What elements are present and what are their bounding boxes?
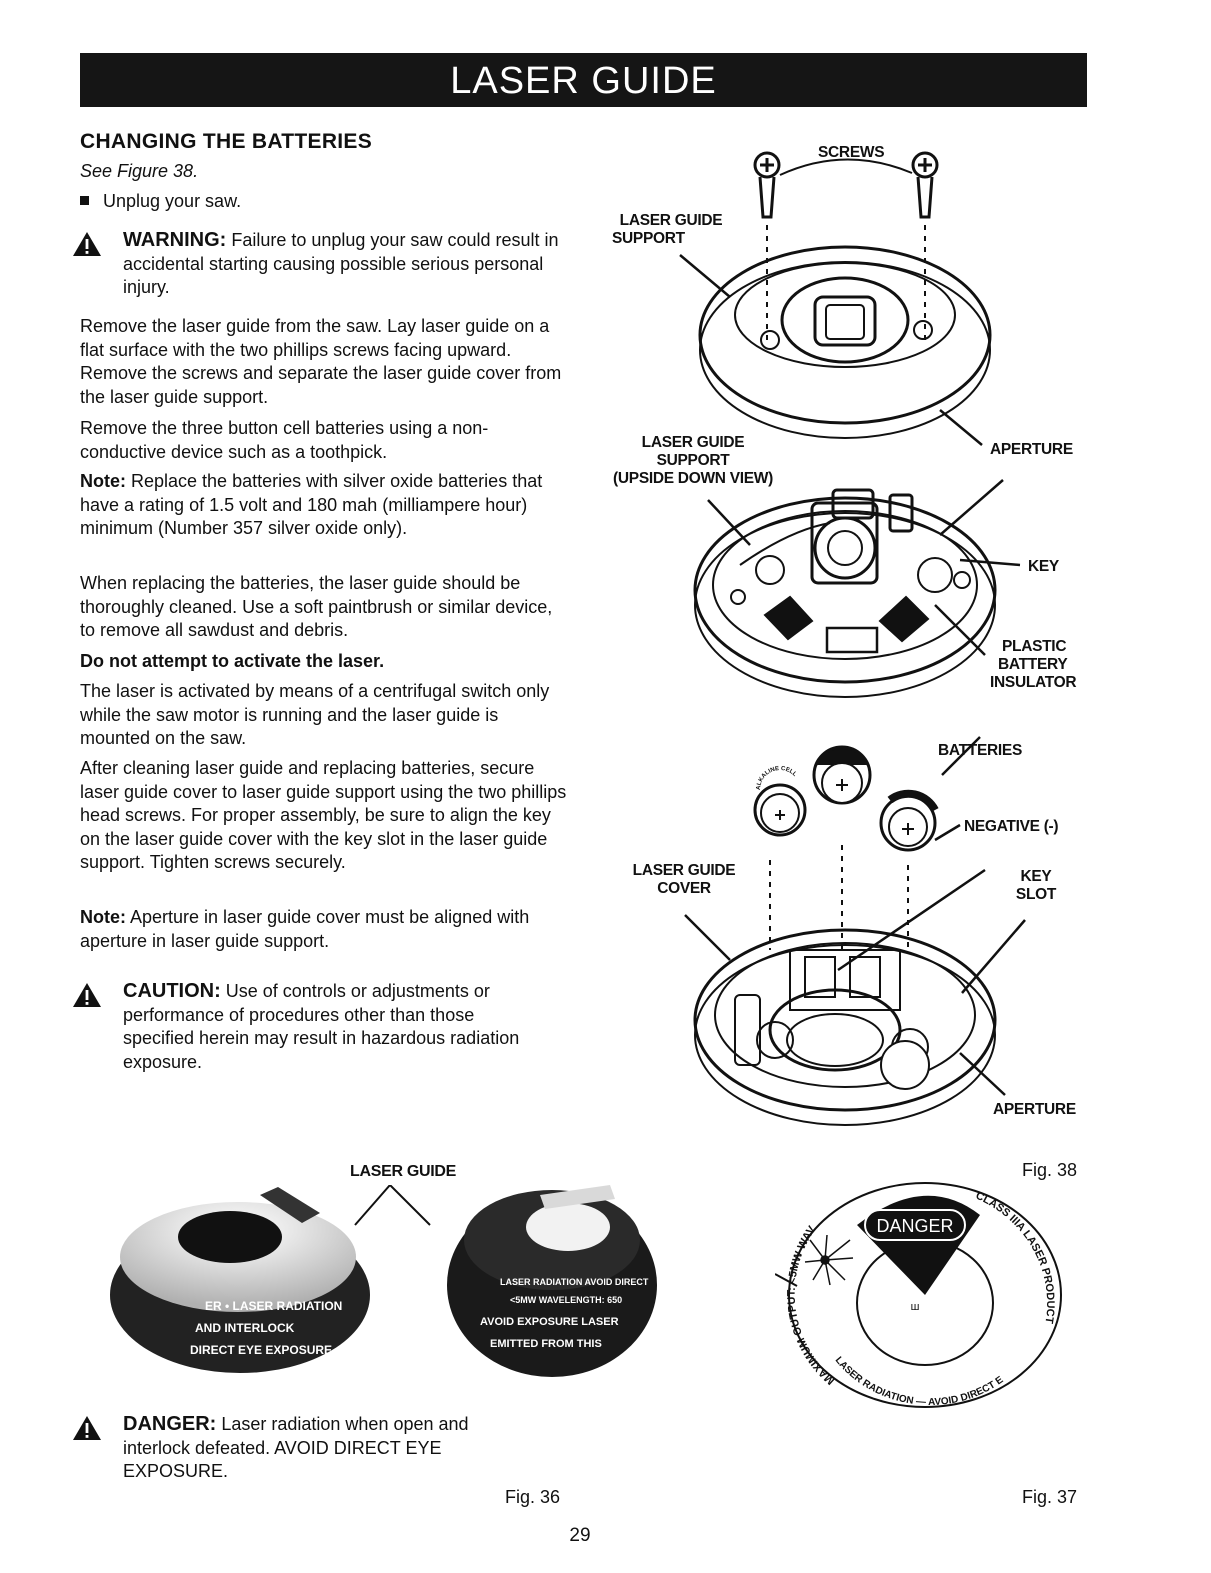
warning-label: WARNING: [123,229,227,251]
label-aperture-top: APERTURE [990,441,1073,458]
right-label-line: EMITTED FROM THIS [490,1338,602,1350]
section-title: CHANGING THE BATTERIES [80,130,373,153]
paragraph-cleaning: When replacing the batteries, the laser … [80,573,553,641]
label-screws: SCREWS [818,144,885,161]
danger-label: DANGER: [123,1413,217,1435]
label-aperture-bottom: APERTURE [993,1101,1076,1118]
battery-print-text: ALKALINE CELL [756,766,798,790]
caution-text: Use of controls or adjustments or perfor… [123,981,520,1072]
label-line: PLASTIC [1002,638,1067,655]
note-battery-type: Note: Replace the batteries with silver … [80,470,570,541]
note-text: Aperture in laser guide cover must be al… [80,907,530,951]
danger-block: DANGER: Laser radiation when open and in… [72,1413,522,1484]
note-aperture: Note: Aperture in laser guide cover must… [80,906,570,953]
paragraph-activation: The laser is activated by means of a cen… [80,681,550,749]
figure-36-photo: ER • LASER RADIATION AND INTERLOCK DIREC… [110,1185,657,1377]
page-header-title: LASER GUIDE [450,60,717,102]
label-line: KEY [1020,868,1052,885]
warning-triangle-icon [73,232,101,256]
label-line: SUPPORT [656,452,730,469]
figure-37-danger-label: DANGER ш MAXIMUM OUTPUT: <5MW WAVELENGTH… [775,1180,1062,1408]
right-label-line: LASER RADIATION AVOID DIRECT [500,1277,649,1287]
label-batteries: BATTERIES [938,742,1022,759]
caution-label: CAUTION: [123,980,221,1002]
label-key-slot: KEY SLOT [1010,868,1062,904]
paragraph-assembly: After cleaning laser guide and replacing… [80,758,567,873]
right-label-line: AVOID EXPOSURE LASER [480,1316,619,1328]
page-header-banner: LASER GUIDE [80,53,1087,107]
warning-triangle-icon [73,983,101,1007]
bullet-text: Unplug your saw. [103,191,242,211]
battery-print-overlay: ALKALINE CELL [756,766,798,790]
figure-37-caption: Fig. 37 [1022,1487,1078,1507]
left-label-line: ER • LASER RADIATION [205,1299,342,1313]
label-negative: NEGATIVE (-) [964,818,1059,835]
label-support-upside-down: LASER GUIDE SUPPORT (UPSIDE DOWN VIEW) [598,434,788,488]
label-line: SUPPORT [612,230,685,247]
label-line: COVER [657,880,711,897]
left-label-line: AND INTERLOCK [195,1321,295,1335]
laser-guide-support-top-view [698,245,992,439]
label-line: INSULATOR [990,674,1077,691]
label-support-top: LASER GUIDE SUPPORT [606,212,736,248]
caution-block: CAUTION: Use of controls or adjustments … [72,980,567,1074]
battery-icon [753,783,807,837]
danger-badge-text: DANGER [876,1216,953,1236]
screw-icon [911,151,939,219]
laser-guide-support-bottom-view [693,488,997,698]
warning-triangle-icon [73,1416,101,1440]
svg-text:ALKALINE CELL: ALKALINE CELL [756,766,798,790]
figure-36-caption: Fig. 36 [505,1487,561,1507]
bullet-item: Unplug your saw. [80,190,570,214]
label-line: LASER GUIDE [619,212,723,229]
battery-icon [879,789,939,852]
screw-icon [753,151,781,219]
note-label: Note: [80,471,126,491]
note-label: Note: [80,907,126,927]
figure-36-label: LASER GUIDE [350,1163,457,1180]
label-line: LASER GUIDE [632,862,736,879]
laser-guide-photo-left: ER • LASER RADIATION AND INTERLOCK DIREC… [110,1187,370,1373]
figure-38-diagram [679,151,1026,1126]
laser-guide-cover [693,928,997,1126]
see-figure-ref: See Figure 38. [80,161,199,181]
warning-block: WARNING: Failure to unplug your saw coul… [72,229,567,300]
label-cover: LASER GUIDE COVER [614,862,754,898]
center-mark: ш [911,1301,920,1313]
page-number: 29 [569,1525,591,1546]
left-label-line: DIRECT EYE EXPOSURE [190,1343,332,1357]
battery-icon [812,745,872,805]
warning-text: Failure to unplug your saw could result … [123,230,559,298]
label-line: LASER GUIDE [641,434,745,451]
label-line: (UPSIDE DOWN VIEW) [613,470,773,487]
right-label-line: <5MW WAVELENGTH: 650 [510,1295,622,1305]
paragraph-remove-guide: Remove the laser guide from the saw. Lay… [80,316,562,407]
laser-burst-icon [804,1234,854,1286]
label-key: KEY [1028,558,1059,575]
figure-38-caption: Fig. 38 [1022,1160,1078,1180]
danger-text: Laser radiation when open and interlock … [123,1414,469,1482]
note-text: Replace the batteries with silver oxide … [80,471,543,539]
label-battery-insulator: PLASTIC BATTERY INSULATOR [990,638,1077,692]
label-line: SLOT [1015,886,1057,903]
paragraph-remove-batteries: Remove the three button cell batteries u… [80,418,489,462]
laser-guide-photo-right: LASER RADIATION AVOID DIRECT <5MW WAVELE… [447,1185,657,1377]
bold-warning-line: Do not attempt to activate the laser. [80,651,385,671]
label-line: BATTERY [998,656,1068,673]
